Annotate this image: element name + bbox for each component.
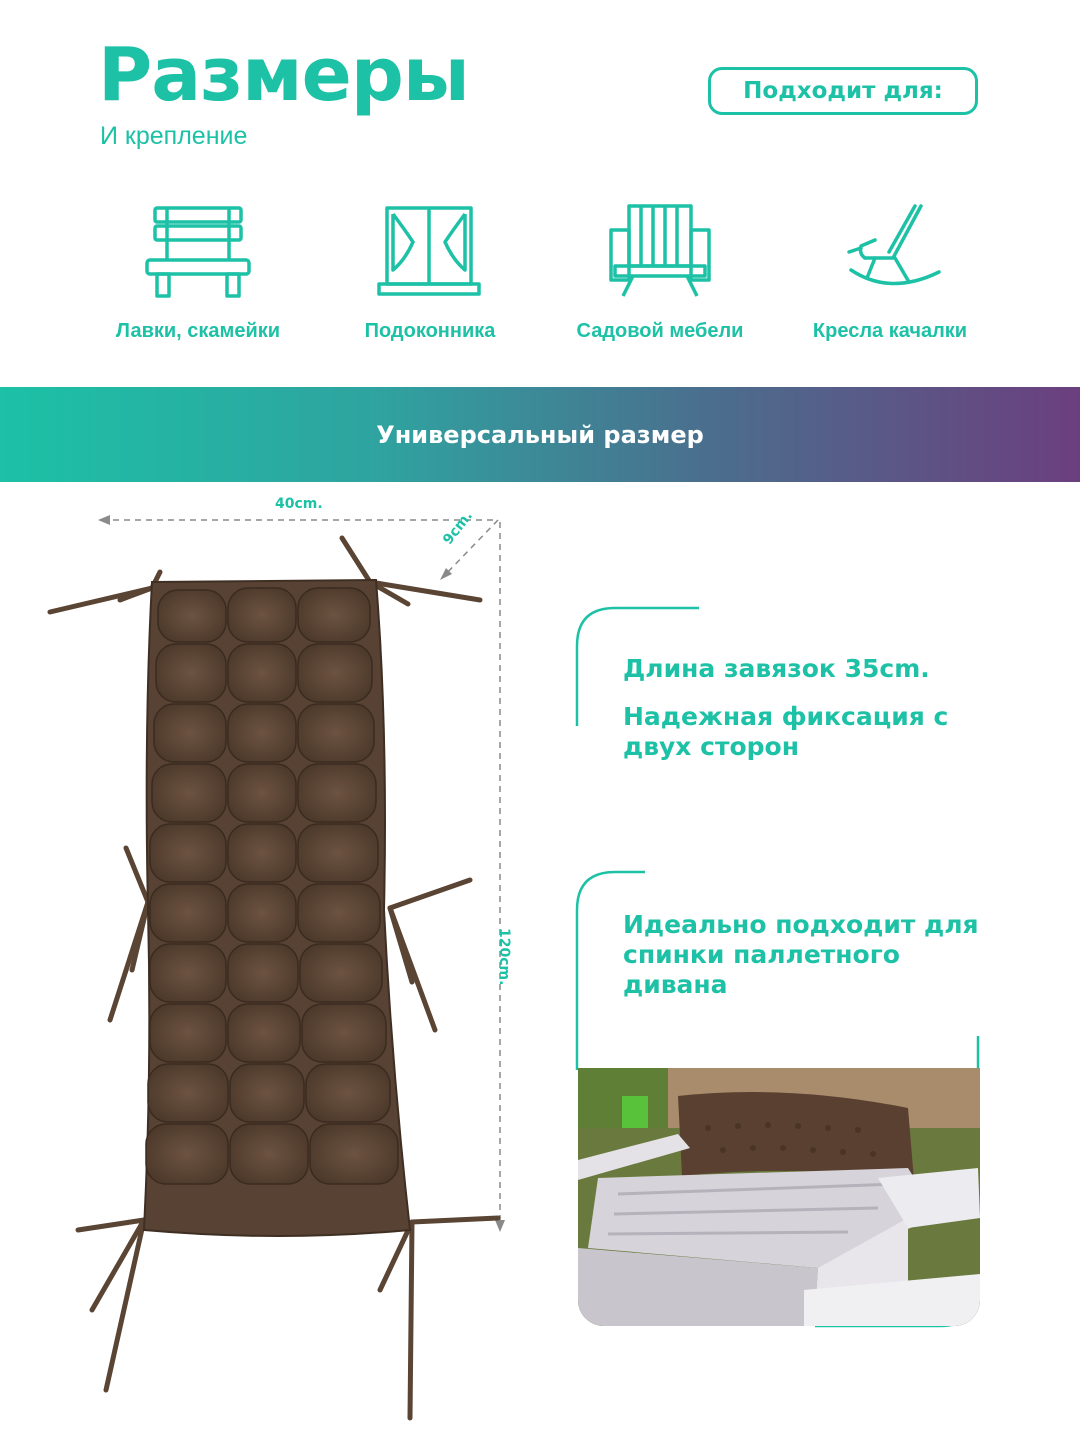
use-label-window: Подоконника (364, 320, 496, 342)
rocking-chair-icon (847, 204, 941, 286)
pallet-sofa-image (578, 1068, 980, 1326)
pallet-text: Идеально подходит для спинки паллетного … (623, 910, 979, 999)
card-corner-decoration (575, 606, 699, 726)
cushion-illustration (47, 535, 501, 1421)
use-item-window: Подоконника (310, 200, 550, 343)
pallet-sofa-photo (578, 1068, 980, 1326)
bench-icon (145, 206, 251, 298)
ties-card (575, 606, 980, 726)
use-label-rocking: Кресла качалки (812, 320, 968, 342)
window-icon (377, 206, 481, 296)
use-label-garden: Садовой мебели (576, 320, 744, 342)
use-item-rocking: Кресла качалки (770, 200, 1010, 343)
length-line (495, 522, 505, 1232)
width-dimension: 40cm. (275, 496, 323, 512)
garden-chair-icon (609, 204, 711, 297)
fixation-text: Надежная фиксация с двух сторон (623, 702, 949, 761)
ties-text-block: Длина завязок 35cm. Надежная фиксация с … (623, 654, 1003, 762)
ties-length-text: Длина завязок 35cm. (623, 654, 930, 683)
universal-size-banner: Универсальный размер (0, 387, 1080, 482)
banner-text: Универсальный размер (376, 420, 704, 449)
page-subtitle: И крепление (100, 122, 248, 150)
dimension-lines (98, 515, 499, 580)
use-label-bench: Лавки, скамейки (115, 320, 281, 342)
use-item-garden: Садовой мебели (540, 200, 780, 343)
suitable-for-badge: Подходит для: (708, 67, 978, 115)
use-item-bench: Лавки, скамейки (78, 200, 318, 343)
page-title: Размеры (98, 32, 470, 118)
